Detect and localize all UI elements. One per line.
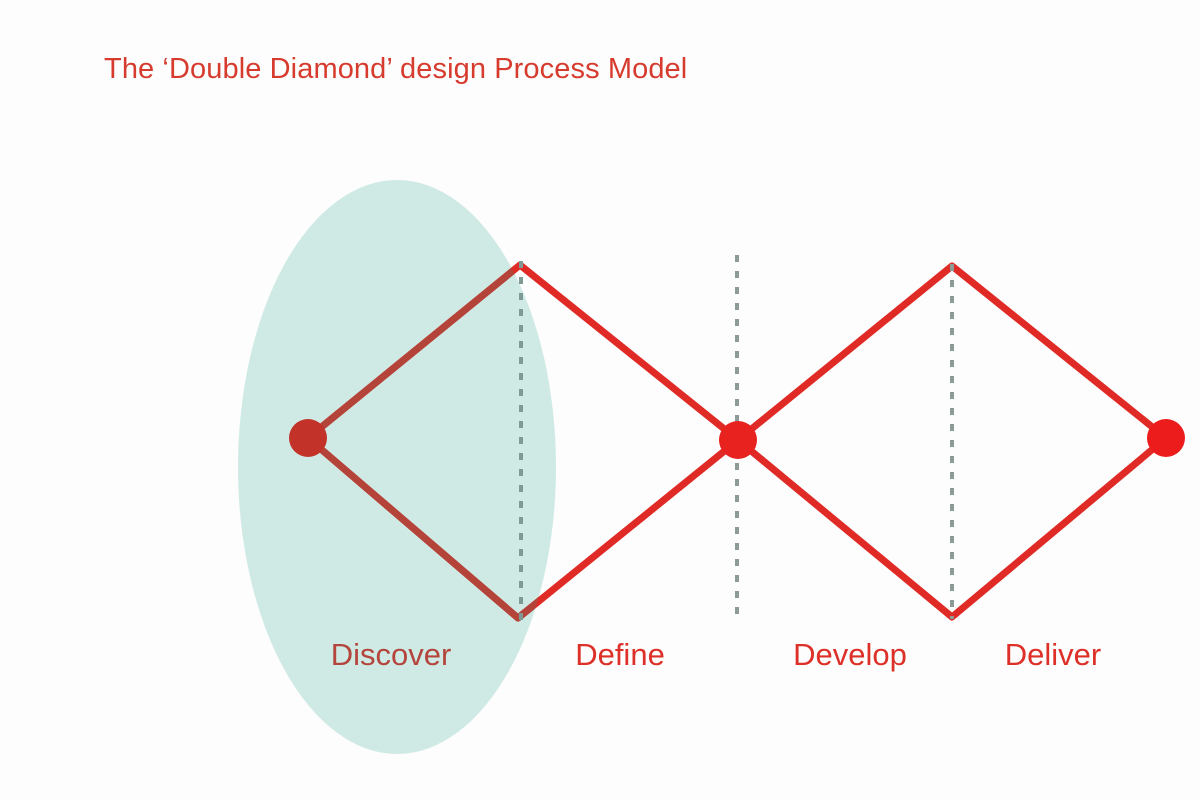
phase-label-develop[interactable]: Develop [793, 637, 907, 672]
page-title: The ‘Double Diamond’ design Process Mode… [104, 53, 688, 85]
phase-label-define[interactable]: Define [575, 637, 665, 672]
start-node[interactable] [289, 419, 327, 457]
process-nodes [289, 419, 1185, 459]
discover-highlight-ellipse [238, 180, 556, 754]
problem-space-diamond-muted [304, 261, 556, 622]
phase-label-discover[interactable]: Discover [330, 637, 452, 672]
highlight-overlay-strokes [304, 261, 556, 622]
middle-node[interactable] [719, 421, 757, 459]
end-node[interactable] [1147, 419, 1185, 457]
phase-label-deliver[interactable]: Deliver [1004, 637, 1102, 672]
